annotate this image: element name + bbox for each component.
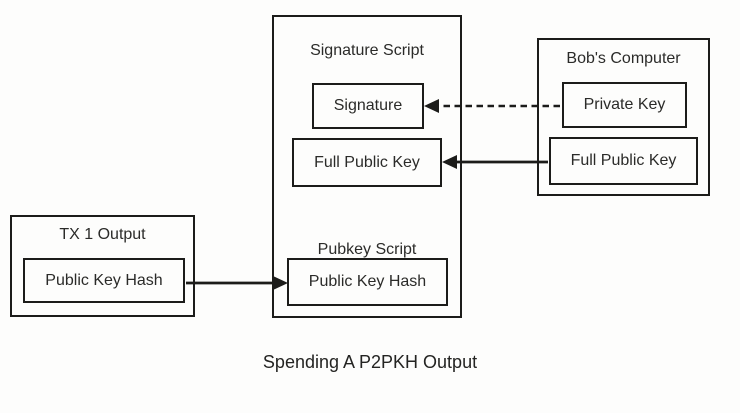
pubkey-script-title: Pubkey Script <box>317 241 417 258</box>
private-key-node: Private Key <box>562 82 687 128</box>
tx1-public-key-hash-label: Public Key Hash <box>45 271 163 289</box>
tx1-public-key-hash-node: Public Key Hash <box>23 258 185 303</box>
signature-script-full-public-key-label: Full Public Key <box>314 153 420 171</box>
tx1-output-title: TX 1 Output <box>59 226 146 243</box>
signature-script-title: Signature Script <box>310 42 424 59</box>
signature-script-full-public-key-node: Full Public Key <box>292 138 442 187</box>
bobs-full-public-key-label: Full Public Key <box>570 152 677 169</box>
private-key-label: Private Key <box>583 96 666 113</box>
diagram-caption: Spending A P2PKH Output <box>262 352 478 372</box>
bobs-computer-title: Bob's Computer <box>566 50 681 67</box>
tx1-output-box: TX 1 Output <box>10 215 195 317</box>
signature-node: Signature <box>312 83 424 129</box>
bobs-full-public-key-node: Full Public Key <box>549 137 698 185</box>
bobs-computer-box: Bob's Computer <box>537 38 710 196</box>
signature-label: Signature <box>333 97 403 114</box>
pubkey-script-public-key-hash-label: Public Key Hash <box>308 273 427 290</box>
signature-script-box: Signature Script Pubkey Script <box>272 15 462 318</box>
pubkey-script-public-key-hash-node: Public Key Hash <box>287 258 448 306</box>
